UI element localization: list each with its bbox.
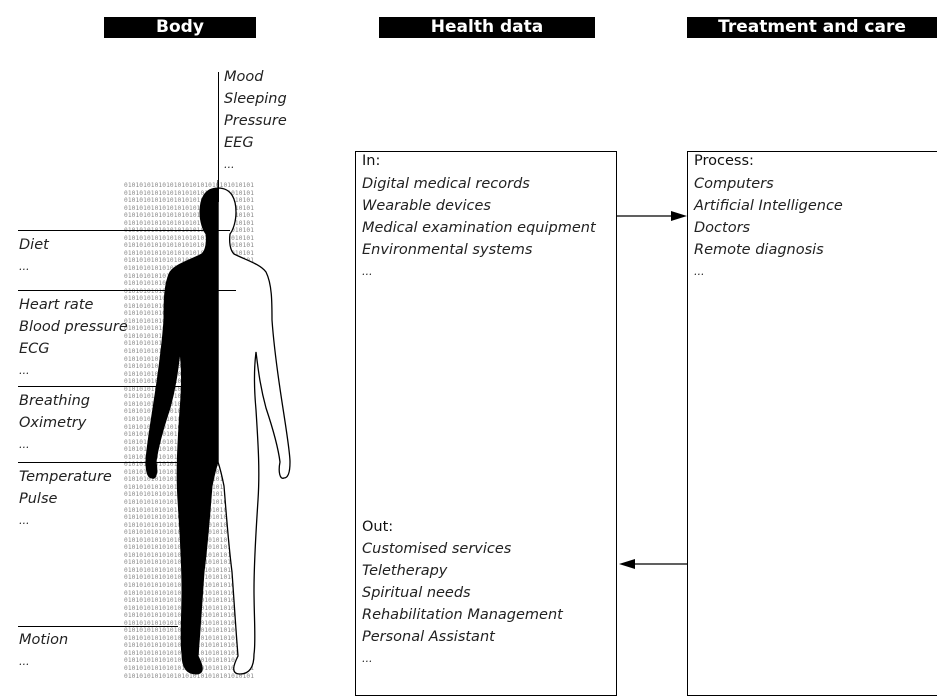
- body-outline-half: [217, 187, 291, 675]
- temperature-labels: Temperature Pulse ...: [19, 466, 112, 532]
- label-pulse: Pulse: [19, 491, 58, 507]
- label-blood-pressure: Blood pressure: [19, 319, 128, 335]
- in-item-digital-records: Digital medical records: [362, 176, 530, 192]
- arrow-left-icon: [619, 559, 687, 569]
- head-connector-line: [218, 72, 219, 202]
- label-ellipsis: ...: [19, 260, 30, 273]
- out-item-customised-services: Customised services: [362, 541, 512, 557]
- health-in-items: Digital medical records Wearable devices…: [362, 173, 596, 283]
- label-diet: Diet: [19, 237, 49, 253]
- label-ellipsis: ...: [19, 655, 30, 668]
- health-out-title: Out:: [362, 519, 394, 535]
- in-item-medical-equipment: Medical examination equipment: [362, 220, 596, 236]
- heart-connector-line: [18, 290, 236, 291]
- label-sleeping: Sleeping: [224, 91, 287, 107]
- health-in-title: In:: [362, 153, 381, 169]
- label-ellipsis: ...: [19, 514, 30, 527]
- label-motion: Motion: [19, 632, 69, 648]
- motion-connector-line: [18, 626, 178, 627]
- process-item-remote-diagnosis: Remote diagnosis: [694, 242, 824, 258]
- out-item-ellipsis: ...: [362, 652, 373, 665]
- motion-labels: Motion ...: [19, 629, 68, 673]
- process-item-ai: Artificial Intelligence: [694, 198, 843, 214]
- head-labels: Mood Sleeping Pressure EEG ...: [224, 66, 287, 176]
- label-eeg: EEG: [224, 135, 254, 151]
- out-item-spiritual-needs: Spiritual needs: [362, 585, 471, 601]
- out-item-rehabilitation: Rehabilitation Management: [362, 607, 563, 623]
- label-mood: Mood: [224, 69, 264, 85]
- heart-labels: Heart rate Blood pressure ECG ...: [19, 294, 128, 382]
- label-ellipsis: ...: [224, 158, 235, 171]
- process-item-ellipsis: ...: [694, 265, 705, 278]
- body-solid-half: [145, 187, 219, 675]
- diet-connector-line: [18, 230, 230, 231]
- label-breathing: Breathing: [19, 393, 91, 409]
- label-oximetry: Oximetry: [19, 415, 87, 431]
- label-pressure: Pressure: [224, 113, 287, 129]
- temperature-connector-line: [18, 462, 196, 463]
- in-item-environmental-systems: Environmental systems: [362, 242, 533, 258]
- out-item-teletherapy: Teletherapy: [362, 563, 448, 579]
- breathing-labels: Breathing Oximetry ...: [19, 390, 90, 456]
- label-ellipsis: ...: [19, 364, 30, 377]
- human-body-figure: [145, 180, 291, 675]
- in-item-ellipsis: ...: [362, 265, 373, 278]
- diet-labels: Diet ...: [19, 234, 49, 278]
- label-heart-rate: Heart rate: [19, 297, 94, 313]
- process-item-doctors: Doctors: [694, 220, 751, 236]
- label-ecg: ECG: [19, 341, 50, 357]
- header-body: Body: [104, 17, 256, 38]
- process-items: Computers Artificial Intelligence Doctor…: [694, 173, 843, 283]
- arrow-right-icon: [617, 211, 687, 221]
- process-item-computers: Computers: [694, 176, 774, 192]
- header-health-data: Health data: [379, 17, 595, 38]
- header-treatment-and-care: Treatment and care: [687, 17, 937, 38]
- out-item-personal-assistant: Personal Assistant: [362, 629, 495, 645]
- breathing-connector-line: [18, 386, 218, 387]
- in-item-wearable-devices: Wearable devices: [362, 198, 491, 214]
- health-out-items: Customised services Teletherapy Spiritua…: [362, 538, 563, 670]
- label-temperature: Temperature: [19, 469, 112, 485]
- label-ellipsis: ...: [19, 438, 30, 451]
- process-title: Process:: [694, 153, 754, 169]
